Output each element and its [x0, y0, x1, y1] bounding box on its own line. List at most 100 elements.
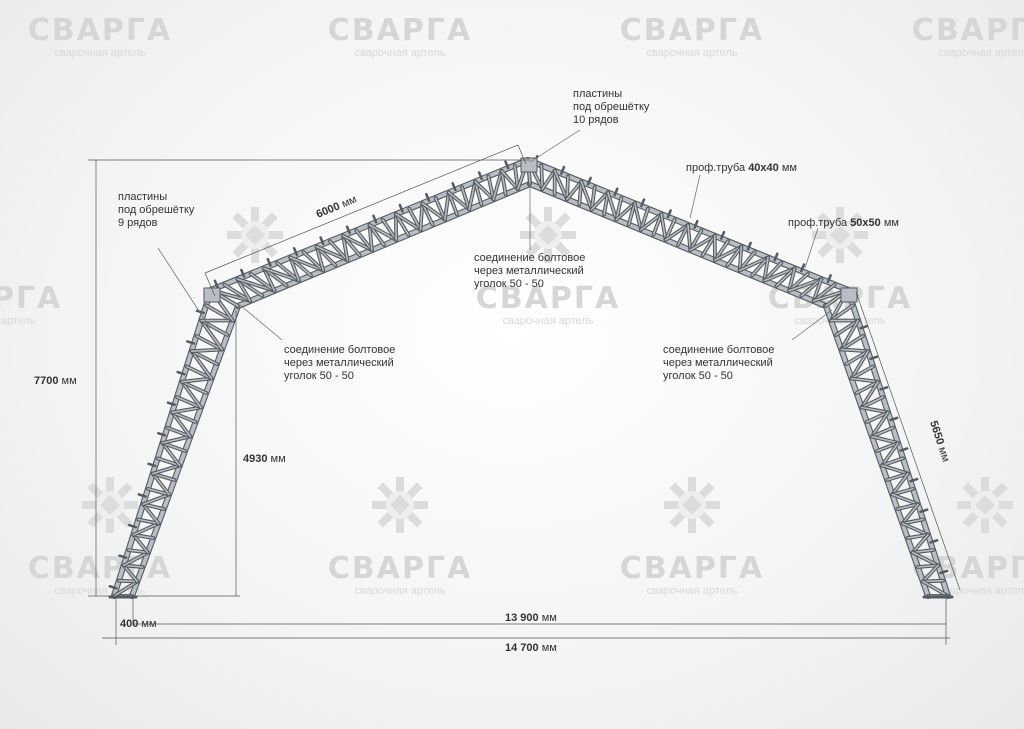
right-leg-plate: [889, 416, 899, 422]
left-leg-vertical-highlight: [205, 304, 234, 322]
left-leg-vertical-highlight: [127, 549, 149, 554]
watermark-logo-icon: [664, 477, 720, 533]
left-rafter-diagonal-highlight: [492, 170, 503, 201]
joint-top-line-2: через металлический: [474, 265, 584, 277]
joint-gusset: [840, 287, 858, 303]
joint-right-line-3: уголок 50 - 50: [663, 370, 733, 382]
dim-wall-height: 4930 мм: [243, 453, 286, 465]
right-leg-vertical-highlight: [871, 426, 894, 438]
right-rafter-vertical-highlight: [751, 256, 769, 277]
right-leg-vertical-highlight: [835, 319, 859, 336]
left-leg-diagonal-highlight: [132, 522, 160, 536]
right-rafter-diagonal-highlight: [788, 278, 823, 292]
right-rafter-vertical-highlight: [689, 229, 703, 251]
left-leg-plate: [186, 340, 196, 345]
right-rafter-plate: [773, 252, 779, 262]
dim-inner-span: 13 900 мм: [505, 612, 557, 624]
left-rafter-plate: [425, 192, 431, 202]
right-leg-diagonal-highlight: [871, 411, 889, 438]
left-leg-diagonal-highlight: [122, 564, 139, 583]
left-leg-plate: [137, 493, 147, 498]
right-leg-vertical-highlight: [845, 350, 869, 365]
right-leg-vertical-highlight: [855, 380, 879, 394]
watermark-brand: СВАРГА: [620, 551, 764, 586]
dim-base-offset: 400 мм: [120, 618, 157, 630]
watermark-subtitle: сварочная артель: [938, 47, 1024, 59]
left-leg-plate: [127, 523, 138, 529]
right-leg-vertical-highlight: [860, 396, 884, 409]
right-leg-diagonal-highlight: [881, 464, 909, 475]
left-rafter-vertical-highlight: [355, 229, 373, 251]
right-rafter-plate: [800, 263, 806, 273]
left-leg-vertical-highlight: [181, 380, 207, 394]
right-rafter-vertical-highlight: [677, 224, 689, 246]
right-leg-diagonal-highlight: [891, 472, 909, 496]
right-rafter-vertical-highlight: [775, 267, 796, 287]
plates-left-line-2: под обрешётку: [118, 204, 195, 216]
dim-total-height: 7700 мм: [34, 375, 77, 387]
right-rafter-diagonal-highlight: [687, 224, 692, 251]
left-leg-diagonal-highlight: [152, 464, 181, 475]
joint-right-line-1: соединение болтовое: [663, 344, 774, 356]
left-rafter-diagonal-highlight: [421, 202, 446, 221]
right-rafter-vertical-highlight: [701, 235, 716, 256]
left-leg-vertical-highlight: [190, 350, 218, 365]
left-leg-diagonal-highlight: [181, 377, 213, 383]
left-rafter-vertical-highlight: [474, 180, 483, 206]
watermark-brand: СВАРГА: [328, 13, 472, 48]
right-leg-vertical-highlight: [886, 472, 909, 481]
right-leg-diagonal-highlight: [881, 442, 899, 467]
right-rafter-diagonal-highlight: [714, 245, 743, 262]
right-leg-plate: [899, 447, 909, 452]
left-leg-plate: [195, 309, 205, 315]
joint-top-line-3: уголок 50 - 50: [474, 278, 544, 290]
right-leg-diagonal-highlight: [840, 348, 869, 353]
annotation-joint-left: соединение болтовое через металлический …: [284, 344, 395, 382]
left-rafter-vertical-highlight: [500, 170, 507, 195]
left-rafter-plate: [240, 268, 246, 278]
left-rafter-diagonal-highlight: [289, 256, 300, 282]
right-rafter-vertical-highlight: [590, 186, 596, 211]
watermark-brand: СВАРГА: [0, 281, 62, 316]
right-leg-diagonal-highlight: [911, 533, 929, 554]
left-rafter-vertical-highlight: [249, 272, 276, 292]
watermark-subtitle: сварочная артель: [938, 585, 1024, 597]
right-rafter-plate: [586, 176, 592, 186]
left-rafter-plate: [451, 182, 457, 192]
right-rafter-diagonal-highlight: [660, 213, 667, 241]
left-rafter-diagonal-highlight: [342, 235, 349, 262]
left-rafter-vertical-highlight: [381, 218, 397, 241]
left-leg-vertical-highlight: [152, 472, 176, 481]
left-leg-diagonal-highlight: [152, 472, 170, 496]
right-leg-diagonal-highlight: [922, 580, 949, 597]
left-rafter-vertical-highlight: [461, 186, 470, 211]
right-rafter-diagonal-highlight: [541, 170, 556, 190]
watermark-brand: СВАРГА: [476, 281, 620, 316]
watermark-subtitle: сварочная артель: [354, 585, 445, 597]
watermark-subtitle: сварочная артель: [354, 47, 445, 59]
watermark-logo-icon: [372, 477, 428, 533]
left-rafter-plate: [398, 203, 404, 213]
left-leg-plate: [118, 554, 128, 559]
left-leg-vertical-highlight: [185, 365, 213, 380]
dimension-lines: [88, 144, 961, 645]
left-leg-vertical-highlight: [118, 579, 139, 583]
right-rafter-plate: [560, 165, 566, 175]
right-rafter-diagonal-highlight: [607, 191, 618, 221]
plates-top-line-2: под обрешётку: [573, 101, 650, 113]
right-leg-diagonal-highlight: [850, 350, 869, 380]
left-rafter-diagonal-highlight: [315, 245, 324, 272]
right-rafter-diagonal-highlight: [738, 245, 743, 272]
left-leg-vertical-highlight: [195, 335, 223, 351]
right-rafter-vertical-highlight: [615, 197, 623, 221]
left-leg-vertical-highlight: [142, 503, 165, 510]
left-rafter-diagonal-highlight: [236, 278, 276, 292]
right-rafter-plate: [666, 209, 672, 219]
annotation-joint-top: соединение болтовое через металлический …: [474, 252, 585, 290]
plates-left-line-3: 9 рядов: [118, 217, 158, 229]
right-leg-vertical-highlight: [881, 457, 904, 467]
left-leg-diagonal-highlight: [142, 503, 160, 525]
watermark-brand: СВАРГА: [620, 13, 764, 48]
right-leg-diagonal-highlight: [922, 564, 939, 583]
